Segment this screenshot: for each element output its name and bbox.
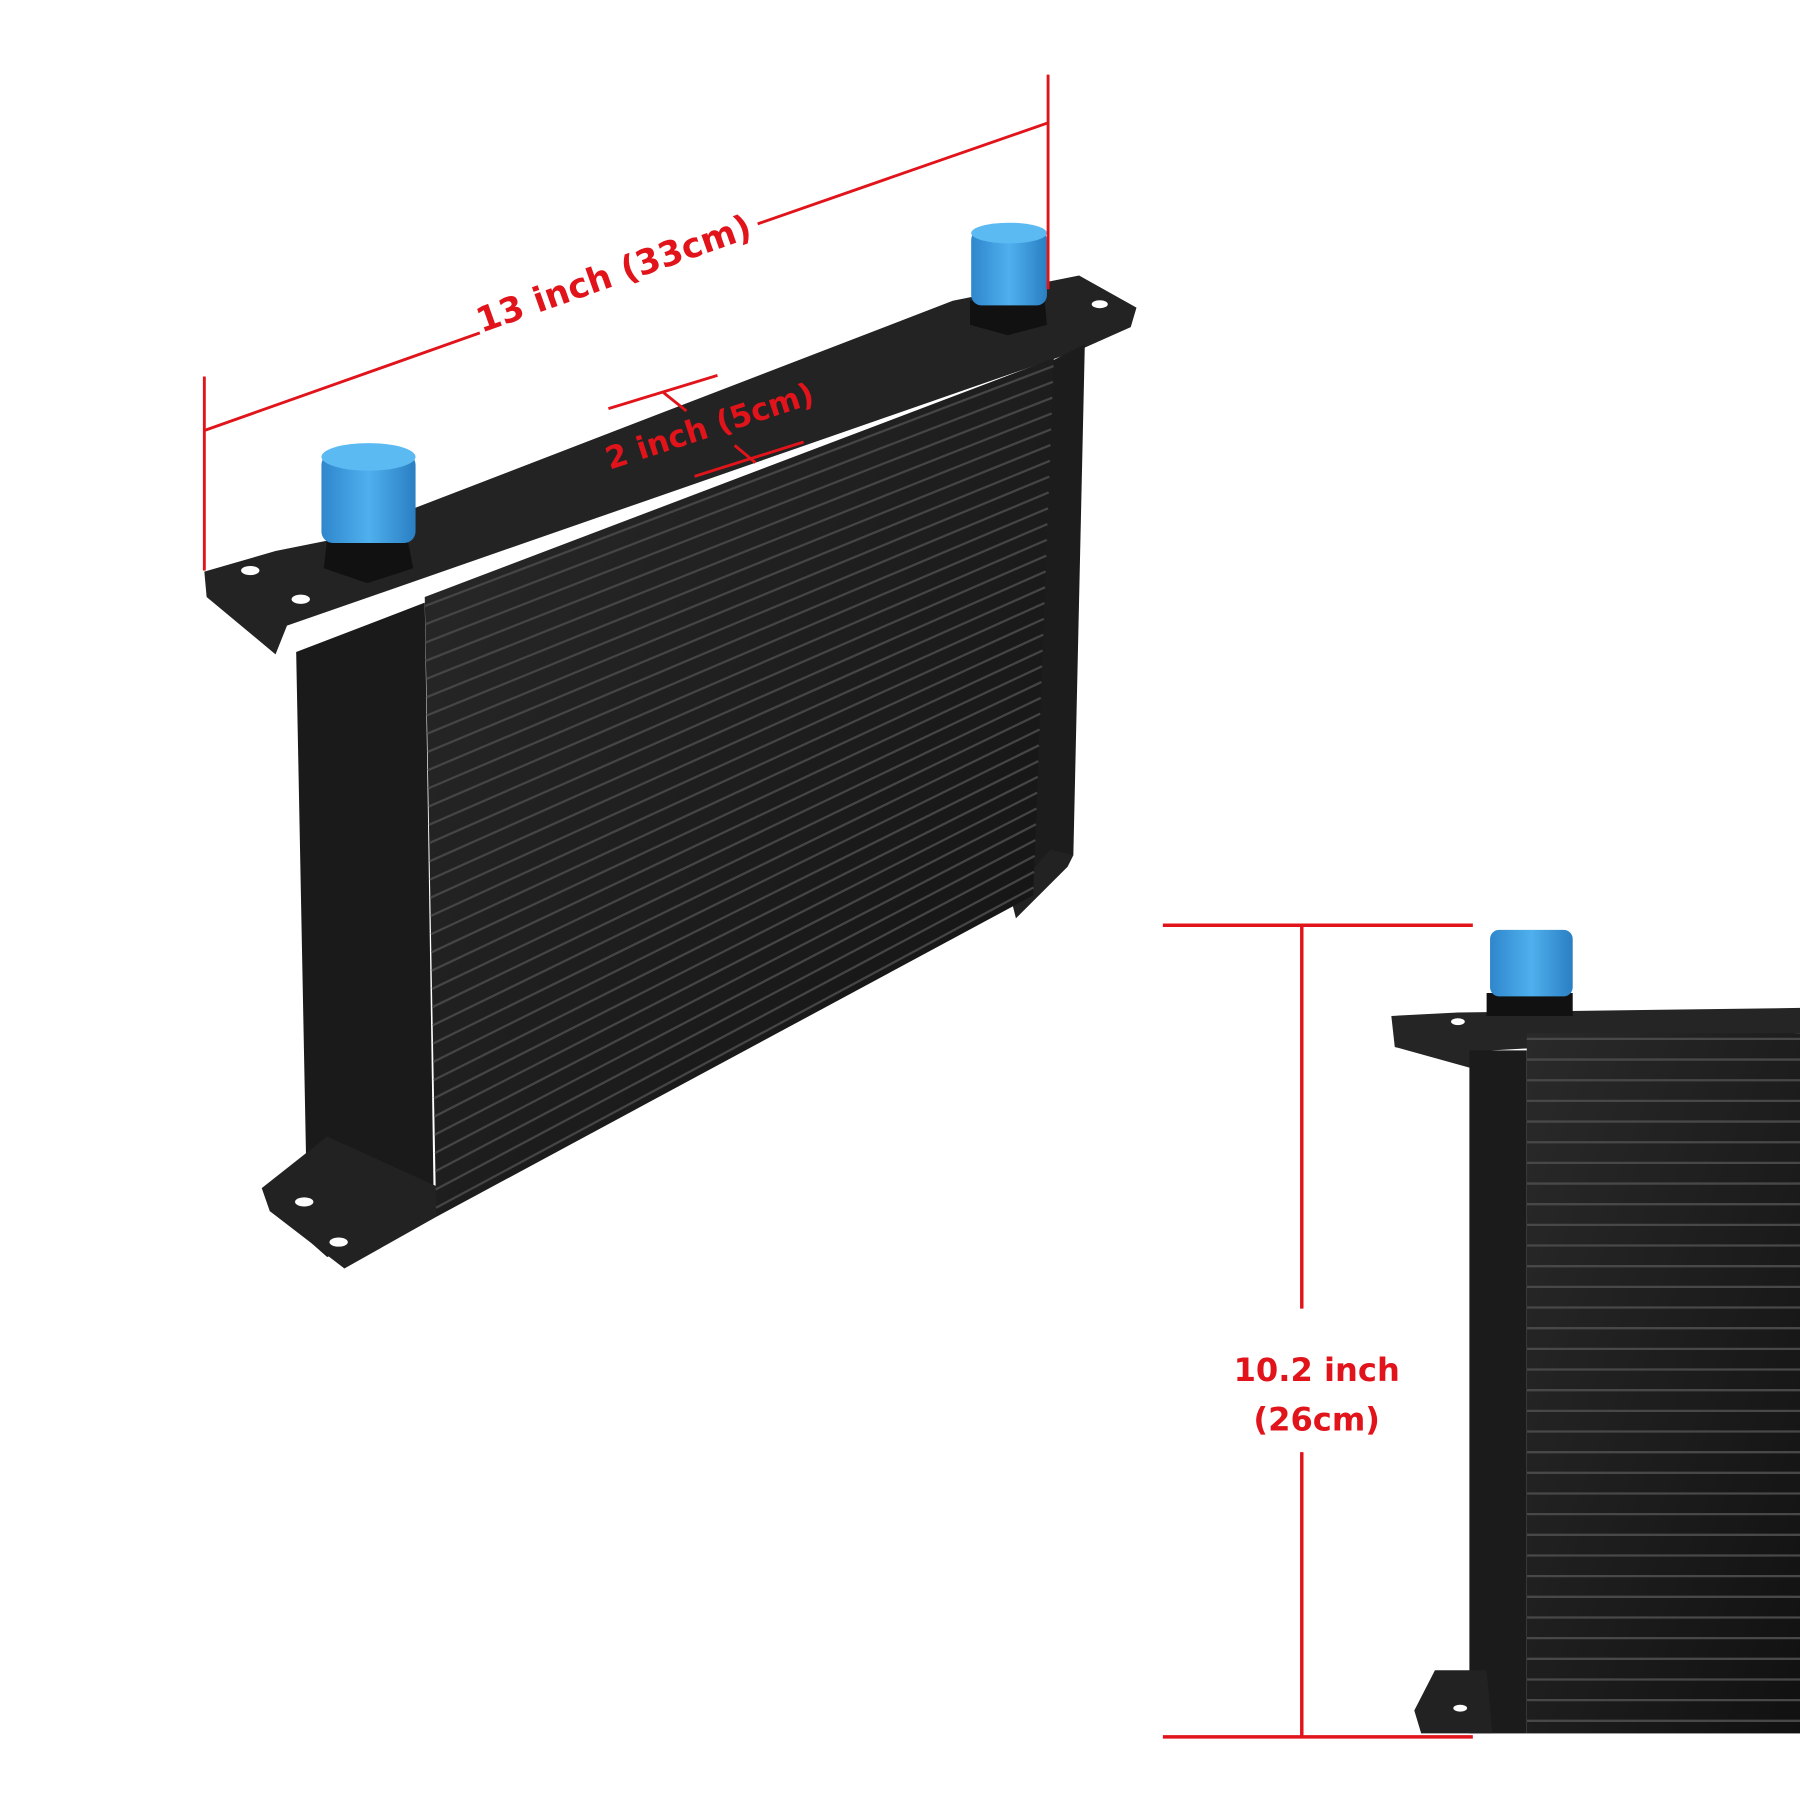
mount-hole — [329, 1237, 348, 1247]
top-mounting-bracket — [204, 275, 1137, 655]
fin-line — [430, 633, 1044, 918]
fin-line — [428, 538, 1048, 808]
fin-line — [424, 380, 1054, 626]
fin-line — [424, 364, 1054, 608]
fin-line — [434, 854, 1036, 1173]
height-label-line2: (26cm) — [1253, 1400, 1380, 1438]
fin-line — [434, 839, 1036, 1155]
mount-hole — [1453, 1704, 1468, 1712]
fin-line — [435, 870, 1035, 1191]
fin-line — [429, 586, 1046, 863]
bottom-mounting-bracket — [1414, 1670, 1493, 1734]
fin-line — [426, 475, 1050, 735]
mount-hole — [241, 565, 260, 576]
blue-cap-top — [971, 222, 1047, 244]
fin-line — [432, 760, 1039, 1063]
fin-line — [432, 744, 1040, 1045]
right-end-tank — [1033, 344, 1085, 884]
fin-line — [431, 681, 1042, 972]
fin-line — [426, 459, 1051, 717]
fin-line — [425, 428, 1052, 681]
mount-hole — [1091, 300, 1108, 309]
fin-line — [433, 807, 1038, 1118]
fin-line — [431, 696, 1042, 990]
cooling-fins — [424, 364, 1054, 1209]
fin-line — [427, 507, 1049, 772]
oil-cooler-side-view — [1391, 929, 1800, 1734]
fin-line — [435, 886, 1035, 1209]
fin-line — [428, 554, 1047, 826]
fitting-nut — [970, 300, 1047, 336]
fin-line — [427, 523, 1048, 790]
fitting-nut — [1486, 992, 1573, 1016]
width-dimension — [202, 74, 1050, 571]
mount-hole — [295, 1197, 314, 1207]
fin-line — [430, 665, 1043, 954]
fin-line — [430, 649, 1044, 936]
depth-dimension — [607, 374, 805, 478]
blue-cap — [971, 229, 1047, 306]
height-label-line1: 10.2 inch — [1234, 1351, 1400, 1389]
fin-line — [427, 491, 1050, 753]
fin-line — [429, 602, 1045, 881]
fin-line — [428, 570, 1047, 845]
fin-line — [431, 712, 1041, 1009]
width-label: 13 inch (33cm) — [471, 207, 757, 341]
bottom-right-bracket — [1010, 849, 1074, 919]
height-dimension — [1162, 923, 1473, 1739]
fin-line — [432, 728, 1041, 1027]
blue-cap-top — [321, 443, 416, 471]
fin-line — [429, 617, 1045, 899]
mount-hole — [291, 594, 310, 604]
blue-cap — [1490, 929, 1573, 997]
fin-line — [433, 791, 1038, 1100]
blue-cap — [321, 453, 416, 543]
left-end-tank — [1469, 1050, 1527, 1734]
fitting-nut — [323, 539, 414, 584]
radiator-core — [1526, 1033, 1800, 1734]
fin-line — [433, 775, 1039, 1082]
mount-hole — [1451, 1018, 1465, 1026]
fin-line — [426, 444, 1051, 699]
bottom-mounting-bracket — [261, 1136, 454, 1269]
fin-line — [434, 823, 1037, 1136]
fin-line — [425, 396, 1053, 644]
fin-line — [425, 412, 1053, 662]
oil-cooler-angled-view — [204, 222, 1137, 1269]
left-end-tank — [296, 602, 434, 1258]
cooling-fins — [1526, 1037, 1800, 1722]
